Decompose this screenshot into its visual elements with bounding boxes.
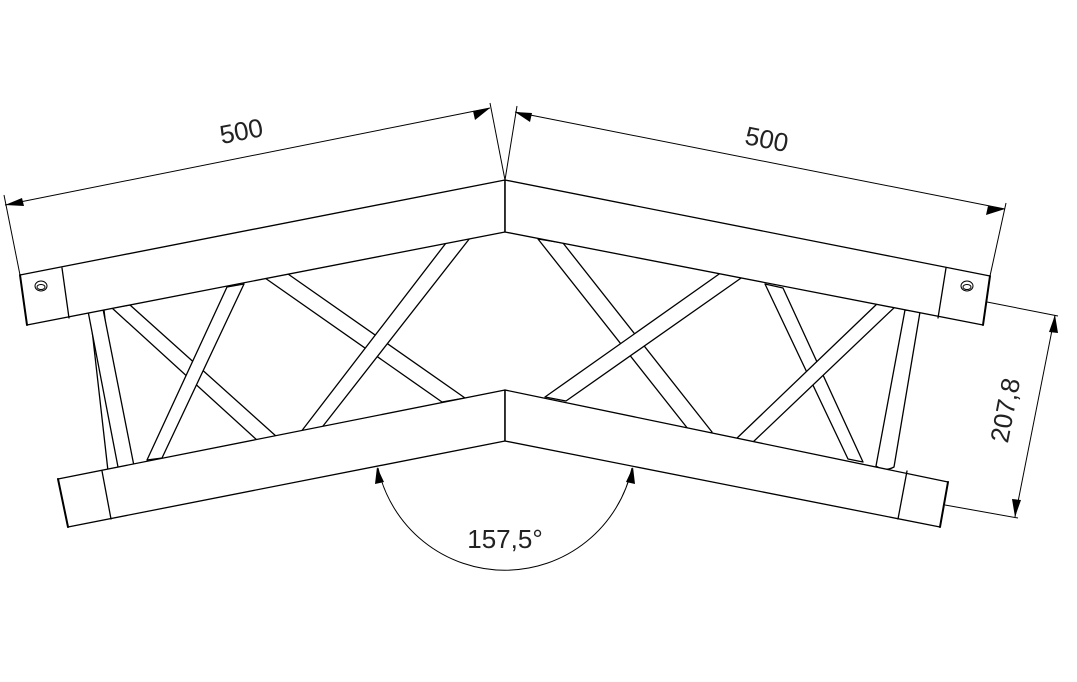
end-plate-line (897, 470, 908, 520)
brace-right-vertical-tube (875, 309, 921, 470)
top-chord-left (19, 179, 506, 326)
dimension-height-207-8: 207,8 (944, 301, 1059, 519)
dimension-label-right: 500 (743, 120, 791, 158)
end-plate-line (101, 470, 112, 520)
arrow-icon (515, 112, 532, 122)
dimension-left-500: 500 (3, 102, 506, 276)
top-chord-right (504, 179, 991, 326)
bolt-hole-icon (960, 280, 974, 292)
arrow-icon (626, 467, 635, 484)
dimension-label-left: 500 (217, 112, 265, 150)
arrow-icon (5, 198, 24, 206)
brace-right-diag-1 (734, 301, 898, 446)
arrow-icon (473, 108, 490, 120)
arrow-icon (1012, 499, 1021, 517)
arrow-icon (986, 206, 1005, 215)
end-plate-line (937, 267, 947, 319)
dimension-angle-157-5: 157,5° (375, 467, 635, 571)
arrow-icon (1049, 315, 1058, 333)
brace-left-diag-3 (264, 273, 466, 403)
arrow-icon (375, 467, 384, 484)
brace-left-diag-2 (146, 283, 245, 461)
dimension-label-angle: 157,5° (467, 524, 542, 554)
end-plate-line (61, 267, 70, 319)
bottom-chord-right (504, 389, 949, 528)
bolt-hole-icon (34, 280, 48, 292)
brace-right-diag-3 (544, 271, 745, 402)
dimension-label-height: 207,8 (984, 375, 1026, 445)
